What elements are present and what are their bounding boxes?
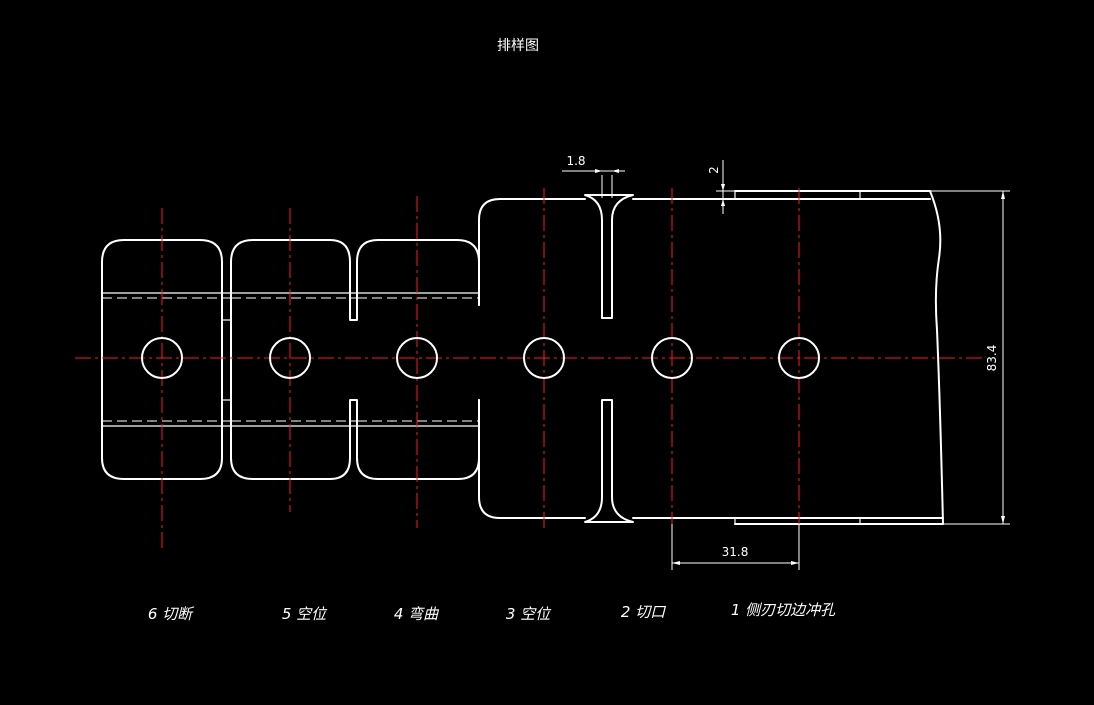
station-6-part <box>101 239 232 480</box>
svg-text:31.8: 31.8 <box>722 545 749 559</box>
station-label-2: 2 切口 <box>621 603 666 621</box>
dim-strip-width: 83.4 <box>930 190 1010 525</box>
station-2-slot-bottom <box>584 399 634 523</box>
svg-text:1.8: 1.8 <box>566 154 585 168</box>
station-4-part <box>349 239 480 480</box>
drawing-title: 排样图 <box>497 38 539 54</box>
station-label-1: 1 侧刃切边冲孔 <box>731 601 836 619</box>
dim-pitch: 31.8 <box>671 524 800 570</box>
station-labels: 6 切断 5 空位 4 弯曲 3 空位 2 切口 1 侧刃切边冲孔 <box>148 601 836 623</box>
station-label-5: 5 空位 <box>282 605 328 623</box>
bottom-trim-scrap <box>734 517 861 525</box>
svg-text:83.4: 83.4 <box>985 345 999 372</box>
station-5-part <box>230 239 357 480</box>
pierced-holes <box>141 337 820 379</box>
dim-slot-width: 1.8 <box>562 154 625 198</box>
station-2-slot-top <box>584 194 634 319</box>
top-trim-scrap <box>734 190 861 200</box>
svg-text:2: 2 <box>707 166 721 174</box>
station-label-6: 6 切断 <box>148 605 195 623</box>
dim-edge-trim: 2 <box>707 160 735 214</box>
cutoff-scrap <box>221 319 232 401</box>
station-label-3: 3 空位 <box>506 605 552 623</box>
station-centerlines <box>161 188 800 548</box>
station-label-4: 4 弯曲 <box>394 605 439 623</box>
